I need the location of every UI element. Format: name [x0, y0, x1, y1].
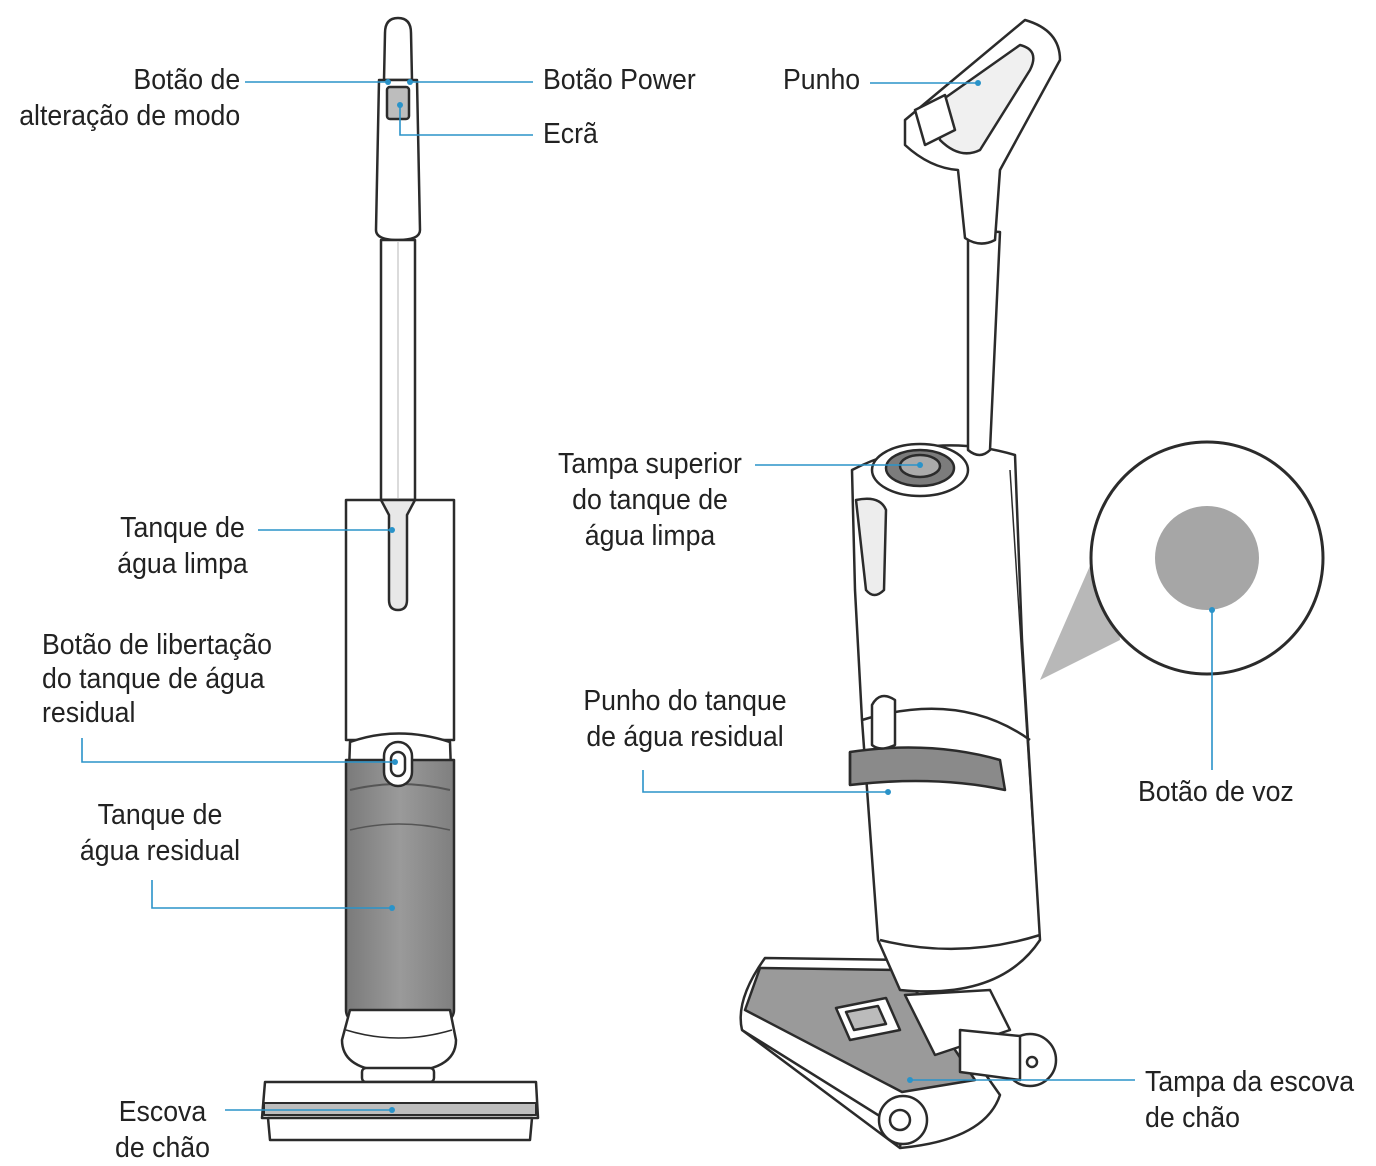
front-handle — [382, 16, 414, 82]
leader-lines — [81, 81, 1213, 1111]
front-waste-tank — [344, 758, 456, 1032]
front-view-vacuum — [260, 16, 540, 1142]
label-clean-tank-top-cover: Tampa superior do tanque de água limpa — [558, 448, 742, 552]
label-screen: Ecrã — [543, 118, 598, 150]
angled-waste-tank-handle — [848, 746, 1007, 792]
front-lower-ring — [340, 1008, 458, 1074]
leader-dots — [385, 79, 1215, 1113]
label-voice-button: Botão de voz — [1138, 776, 1294, 808]
voice-button — [1155, 506, 1259, 610]
label-power-button: Botão Power — [543, 64, 696, 96]
label-waste-tank-handle: Punho do tanque de água residual — [583, 685, 787, 753]
angled-tube — [966, 228, 1002, 457]
front-main-body — [344, 498, 456, 742]
label-floor-brush-cover: Tampa da escova de chão — [1145, 1066, 1355, 1134]
angled-view-vacuum — [739, 18, 1325, 1150]
label-mode-button: Botão de alteração de modo — [18, 64, 240, 132]
label-handle: Punho — [783, 64, 861, 96]
label-floor-brush: Escova de chão — [115, 1096, 210, 1164]
label-waste-release-button: Botão de libertação do tanque de água re… — [42, 629, 272, 729]
label-waste-tank: Tanque de água residual — [79, 799, 241, 867]
front-clean-tank-window — [379, 498, 417, 612]
label-clean-tank: Tanque de água limpa — [117, 512, 248, 580]
